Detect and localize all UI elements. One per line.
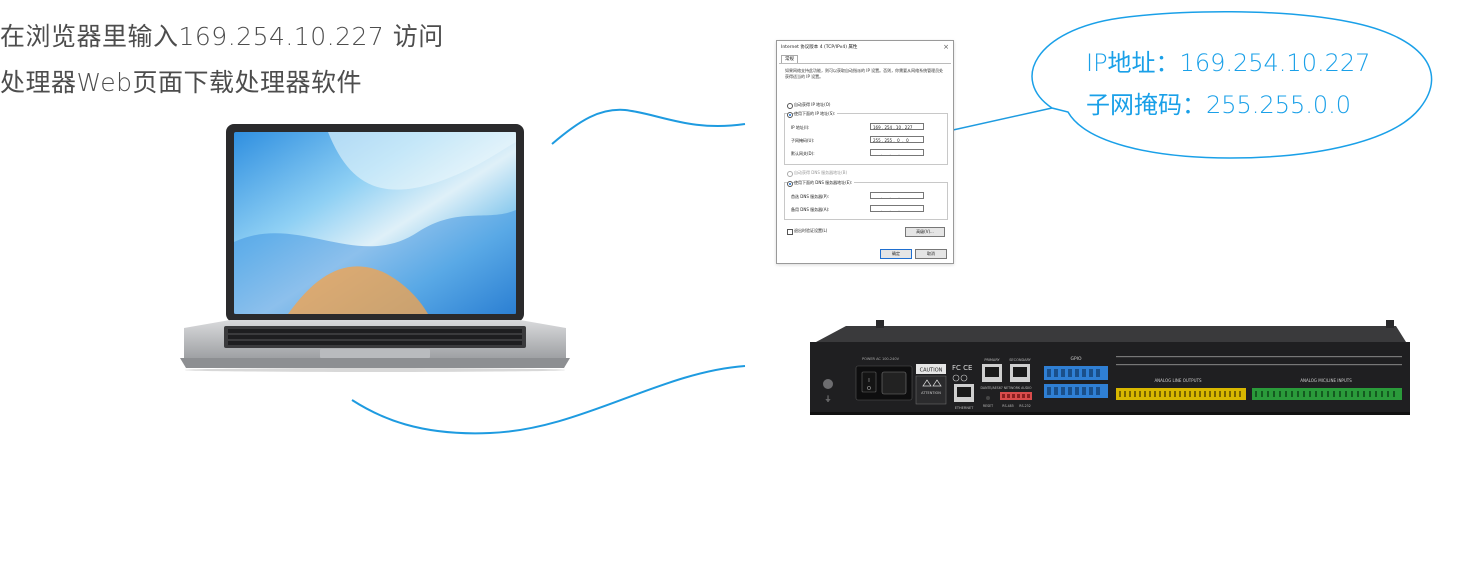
inputs-label: ANALOG MIC/LINE INPUTS — [1300, 378, 1352, 383]
ip-groupbox — [784, 113, 948, 165]
outputs-label: ANALOG LINE OUTPUTS — [1154, 378, 1202, 383]
ok-button[interactable]: 确定 — [880, 249, 912, 259]
instruction-text: 在浏览器里输入169.254.10.227 访问 处理器Web页面下载处理器软件 — [0, 14, 444, 106]
audio-processor-image: ⏚ POWER AC 100-240V I O CAUTION ATTENTIO… — [810, 320, 1410, 415]
gateway-label: 默认网关(D): — [791, 151, 815, 156]
laptop-image — [180, 124, 570, 372]
dns2-field[interactable]: . . . — [870, 205, 924, 212]
dialog-title: Internet 协议版本 4 (TCP/IPv4) 属性 — [781, 45, 858, 50]
laptop-to-dialog-curve — [551, 108, 746, 145]
power-label: POWER AC 100-240V — [862, 357, 900, 361]
ipv4-properties-dialog: Internet 协议版本 4 (TCP/IPv4) 属性 × 常规 如果网络支… — [776, 40, 954, 264]
ip-address-field[interactable]: 169 . 254 . 10 . 227 — [870, 123, 924, 130]
subnet-mask-field[interactable]: 255 . 255 . 0 . 0 — [870, 136, 924, 143]
auto-dns-label: 自动获得 DNS 服务器地址(B) — [794, 170, 848, 175]
manual-dns-label: 使用下面的 DNS 服务器地址(E): — [794, 180, 855, 186]
auto-ip-radio[interactable] — [787, 103, 793, 109]
tab-divider — [779, 63, 951, 64]
dns-groupbox — [784, 182, 948, 220]
dante-label: DANTE/AES67 NETWORK AUDIO — [980, 386, 1032, 390]
manual-ip-radio[interactable] — [787, 112, 793, 118]
validate-checkbox[interactable] — [787, 229, 793, 235]
callout-ip-line: IP地址：169.254.10.227 — [1086, 49, 1371, 77]
auto-ip-label: 自动获得 IP 地址(O) — [794, 102, 831, 107]
ip-address-label: IP 地址(I): — [791, 125, 810, 130]
rs485-label: RS-485 — [1002, 404, 1013, 408]
svg-text:FC CE: FC CE — [952, 364, 972, 372]
instruction-line-1: 在浏览器里输入169.254.10.227 访问 — [0, 22, 444, 51]
instruction-line-2: 处理器Web页面下载处理器软件 — [0, 68, 363, 97]
auto-dns-radio[interactable] — [787, 171, 793, 177]
rs232-label: RS-232 — [1019, 404, 1030, 408]
advanced-button[interactable]: 高级(V)... — [905, 227, 945, 237]
laptop-to-device-curve — [351, 365, 746, 435]
reset-label: RESET — [983, 404, 993, 408]
gpio-label: GPIO — [1070, 356, 1082, 362]
primary-label: PRIMARY — [984, 358, 1000, 362]
dialog-description: 如果网络支持此功能，则可以获取自动指派的 IP 设置。否则，你需要从网络系统管理… — [785, 68, 944, 79]
svg-text:O: O — [867, 386, 871, 392]
svg-text:⏚: ⏚ — [825, 395, 832, 403]
dns1-field[interactable]: . . . — [870, 192, 924, 199]
manual-ip-label: 使用下面的 IP 地址(S): — [794, 111, 838, 117]
secondary-label: SECONDARY — [1009, 358, 1031, 362]
cancel-button[interactable]: 取消 — [915, 249, 947, 259]
tab-general[interactable]: 常规 — [781, 55, 798, 64]
dialog-to-bubble-pointer — [943, 107, 1053, 133]
speech-bubble — [1031, 11, 1433, 159]
gateway-field[interactable]: . . . — [870, 149, 924, 156]
callout-mask-line: 子网掩码：255.255.0.0 — [1086, 91, 1352, 119]
network-settings-callout: IP地址：169.254.10.227 子网掩码：255.255.0.0 — [1086, 42, 1370, 126]
ethernet-label: ETHERNET — [955, 406, 974, 410]
attention-label: ATTENTION — [921, 391, 941, 395]
dns1-label: 首选 DNS 服务器(P): — [791, 194, 830, 199]
close-icon[interactable]: × — [943, 43, 949, 51]
caution-label: CAUTION — [920, 368, 943, 374]
manual-dns-radio[interactable] — [787, 181, 793, 187]
dns2-label: 备用 DNS 服务器(A): — [791, 207, 830, 212]
subnet-mask-label: 子网掩码(U): — [791, 138, 815, 143]
svg-text:I: I — [868, 378, 869, 384]
validate-label: 退出时验证设置(L) — [794, 228, 828, 233]
